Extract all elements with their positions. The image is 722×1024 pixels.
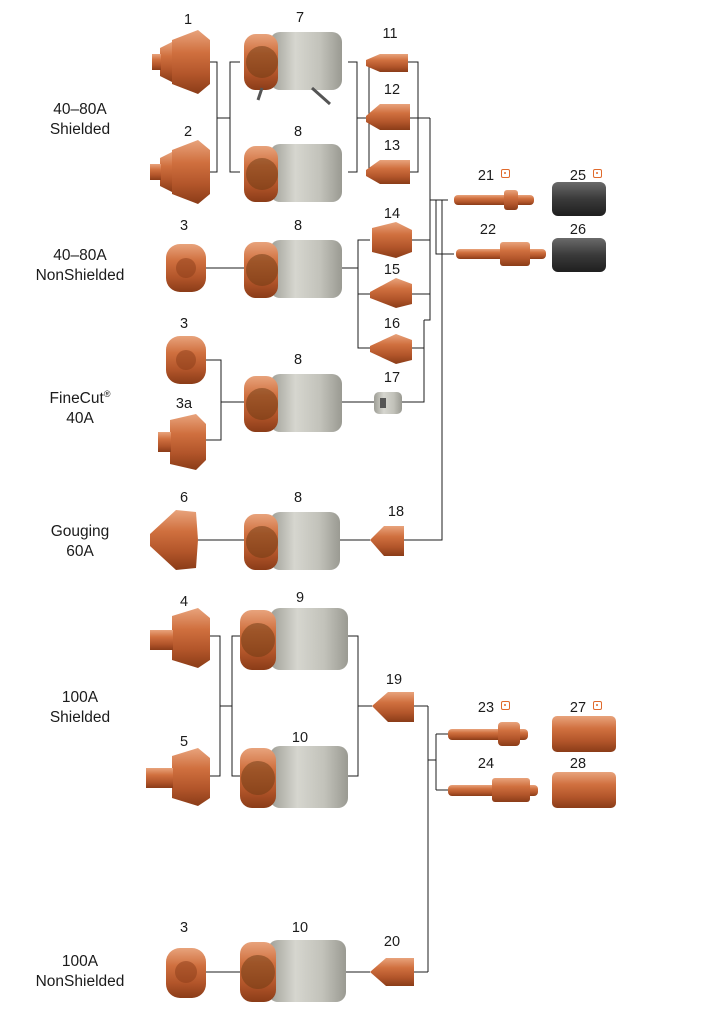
part-number-12: 12: [383, 82, 401, 98]
part-18-nozzle: [370, 526, 404, 556]
part-number-13: 13: [383, 138, 401, 154]
group-line1: 100A: [61, 953, 99, 970]
part-23-electrode: [448, 722, 528, 746]
part-14-nozzle: [372, 222, 412, 258]
part-17-nozzle: [374, 392, 402, 414]
part-5-shield: [146, 748, 210, 806]
group-line2: Shielded: [49, 121, 111, 138]
part-12-nozzle: [366, 104, 410, 130]
sold-separately-icon: [593, 169, 602, 178]
part-8-cap-a: [244, 144, 342, 202]
part-number-8: 8: [293, 352, 303, 368]
group-label-40-80a-nonshielded: 40–80A NonShielded: [20, 246, 140, 286]
sold-separately-icon: [501, 169, 510, 178]
part-4-shield: [150, 608, 210, 668]
part-1-shield: [152, 30, 210, 94]
part-8-cap-c: [244, 374, 342, 432]
part-number-20: 20: [383, 934, 401, 950]
part-number-18: 18: [387, 504, 405, 520]
part-9-cap: [240, 608, 348, 670]
part-number-3: 3: [179, 920, 189, 936]
group-line1: FineCut: [49, 390, 104, 408]
part-19-nozzle: [372, 692, 414, 722]
group-line1: Gouging: [50, 523, 110, 540]
part-6-gouging-shield: [150, 510, 198, 570]
group-label-100a-nonshielded: 100A NonShielded: [20, 952, 140, 992]
part-16-nozzle: [370, 334, 412, 364]
part-number-3: 3: [179, 316, 189, 332]
part-24-electrode: [448, 778, 538, 802]
group-label-gouging-60a: Gouging 60A: [30, 522, 130, 562]
group-line1: 100A: [61, 689, 99, 706]
sold-separately-icon: [593, 701, 602, 710]
part-number-4: 4: [179, 594, 189, 610]
part-number-1: 1: [183, 12, 193, 28]
part-number-3a: 3a: [175, 396, 193, 412]
part-number-2: 2: [183, 124, 193, 140]
part-number-5: 5: [179, 734, 189, 750]
part-number-16: 16: [383, 316, 401, 332]
part-8-cap-d: [244, 512, 340, 570]
group-line1: 40–80A: [53, 247, 107, 264]
part-number-6: 6: [179, 490, 189, 506]
part-number-19: 19: [385, 672, 403, 688]
group-line2: NonShielded: [35, 267, 125, 284]
part-number-15: 15: [383, 262, 401, 278]
group-label-100a-shielded: 100A Shielded: [30, 688, 130, 728]
part-number-25: 25: [569, 168, 587, 184]
group-line2: 40A: [66, 410, 94, 428]
part-number-27: 27: [569, 700, 587, 716]
part-number-17: 17: [383, 370, 401, 386]
part-7-cap: [244, 32, 342, 106]
part-number-3: 3: [179, 218, 189, 234]
part-number-10: 10: [291, 920, 309, 936]
part-25-swirl-ring: [552, 182, 606, 216]
part-number-9: 9: [295, 590, 305, 606]
part-8-cap-b: [244, 240, 342, 298]
part-10-cap-b: [240, 940, 346, 1002]
part-number-26: 26: [569, 222, 587, 238]
part-27-swirl-ring: [552, 716, 616, 752]
part-3-deflector-c: [166, 948, 206, 998]
part-number-8: 8: [293, 490, 303, 506]
part-3-deflector-b: [166, 336, 206, 384]
part-26-swirl-ring: [552, 238, 606, 272]
part-number-23: 23: [477, 700, 495, 716]
part-3-deflector-a: [166, 244, 206, 292]
group-label-40-80a-shielded: 40–80A Shielded: [30, 100, 130, 140]
part-13-nozzle: [366, 160, 410, 184]
part-20-nozzle: [370, 958, 414, 986]
group-label-finecut-40a: FineCut® 40A: [30, 384, 130, 429]
part-28-swirl-ring: [552, 772, 616, 808]
part-22-electrode: [456, 242, 546, 266]
part-number-14: 14: [383, 206, 401, 222]
part-11-nozzle: [366, 54, 408, 72]
part-number-22: 22: [479, 222, 497, 238]
part-number-24: 24: [477, 756, 495, 772]
part-number-28: 28: [569, 756, 587, 772]
group-line2: NonShielded: [35, 973, 125, 990]
sold-separately-icon: [501, 701, 510, 710]
part-3a-shield: [158, 414, 206, 470]
group-line2: 60A: [66, 543, 94, 560]
part-10-cap-a: [240, 746, 348, 808]
part-number-21: 21: [477, 168, 495, 184]
part-15-nozzle: [370, 278, 412, 308]
part-number-10: 10: [291, 730, 309, 746]
part-number-7: 7: [295, 10, 305, 26]
part-21-electrode: [454, 190, 534, 210]
part-2-shield: [150, 140, 210, 204]
part-number-11: 11: [382, 26, 398, 42]
part-number-8: 8: [293, 218, 303, 234]
group-line1: 40–80A: [53, 101, 107, 118]
registered-mark: ®: [103, 389, 111, 399]
part-number-8: 8: [293, 124, 303, 140]
group-line2: Shielded: [49, 709, 111, 726]
